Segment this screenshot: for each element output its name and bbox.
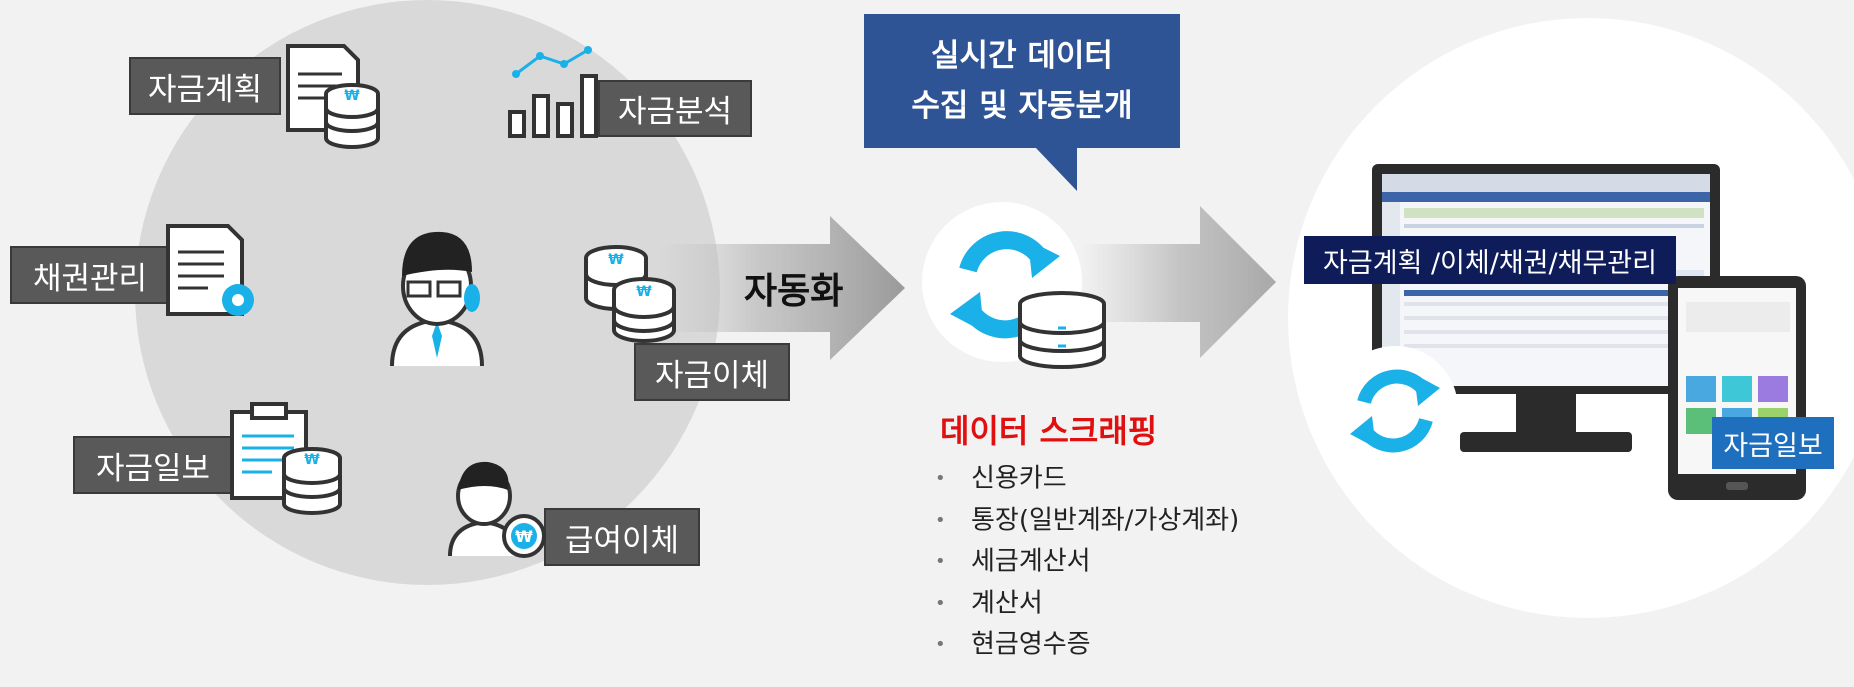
fund-plan-label: 자금계획: [129, 57, 281, 115]
bar-chart-icon: [508, 46, 598, 138]
scraping-title: 데이터 스크래핑: [940, 412, 1158, 450]
list-item: •세금계산서: [935, 546, 1091, 577]
coin-stack-icon: ₩ ₩: [584, 245, 676, 343]
realtime-callout: 실시간 데이터 수집 및 자동분개: [864, 14, 1180, 148]
document-database-icon: ₩: [286, 44, 380, 149]
automation-arrow: [660, 218, 830, 220]
list-item: •통장(일반계좌/가상계좌): [935, 504, 1240, 535]
collect-arrow-shape: [1080, 206, 1276, 358]
won-symbol: ₩: [344, 88, 360, 104]
fund-analysis-label: 자금분석: [598, 80, 752, 137]
automation-arrow-shape: [660, 216, 905, 360]
daily-report-right-label: 자금일보: [1712, 417, 1834, 469]
clipboard-database-icon: ₩: [230, 402, 342, 515]
document-gear-icon: [166, 224, 254, 316]
list-item: •계산서: [935, 587, 1043, 618]
list-item: •현금영수증: [935, 629, 1091, 660]
callout-line-2: 수집 및 자동분개: [911, 88, 1133, 124]
sync-icon: [1332, 346, 1458, 472]
fund-transfer-label: 자금이체: [634, 343, 790, 401]
won-symbol: ₩: [304, 452, 320, 468]
won-symbol: ₩: [636, 284, 652, 300]
won-symbol: ₩: [515, 527, 533, 546]
daily-report-label: 자금일보: [73, 436, 233, 494]
list-item: •신용카드: [935, 463, 1067, 494]
manager-person-icon: [390, 231, 484, 367]
callout-line-1: 실시간 데이터: [931, 38, 1113, 74]
callout-pointer: [1035, 147, 1077, 191]
sync-database-icon: [922, 202, 1106, 369]
automation-label: 자동화: [744, 271, 844, 312]
database-icon: [1018, 291, 1106, 369]
won-symbol: ₩: [608, 252, 624, 268]
employee-coin-icon: ₩: [448, 461, 546, 558]
tablet-icon: [1668, 276, 1806, 500]
scraping-list: •신용카드 •통장(일반계좌/가상계좌) •세금계산서 •계산서 •현금영수증: [935, 458, 1239, 666]
bond-mgmt-label: 채권관리: [10, 246, 170, 304]
management-label: 자금계획 /이체/채권/채무관리: [1304, 236, 1676, 284]
salary-transfer-label: 급여이체: [544, 508, 700, 566]
